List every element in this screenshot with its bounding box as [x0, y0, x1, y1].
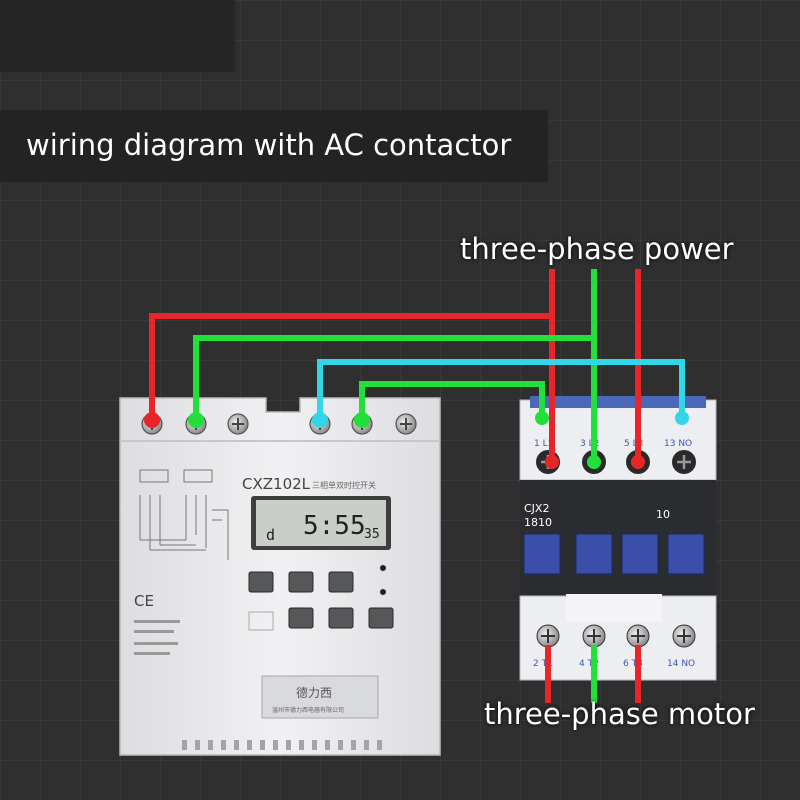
- timer-button-5[interactable]: [328, 607, 354, 629]
- timer-model: CXZ102L: [242, 475, 311, 493]
- contactor-bottom-terminal-2: [582, 624, 606, 648]
- wire-green-control: [359, 381, 545, 427]
- contactor-model: CJX2: [524, 502, 549, 515]
- top-terminal-label-3: 5 L3: [624, 439, 643, 449]
- contactor-top-strip: [530, 396, 706, 408]
- wire-red-timer-to-bus: [149, 313, 555, 427]
- top-terminal-label-2: 3 L2: [580, 439, 599, 449]
- timer-button-2[interactable]: [288, 571, 314, 593]
- bottom-terminal-label-2: 4 T2: [579, 659, 599, 669]
- bottom-terminal-label-1: 2 T1: [533, 659, 553, 669]
- contactor-top-terminal-4: [672, 450, 696, 474]
- bottom-terminal-label-4: 14 NO: [667, 659, 695, 669]
- timer-button-3[interactable]: [328, 571, 354, 593]
- wire-cyan-control: [317, 359, 685, 427]
- timer-subtitle: 三相单双时控开关: [312, 480, 376, 490]
- timer-terminal-3: [227, 413, 249, 435]
- contactor-bottom-terminal-3: [626, 624, 650, 648]
- timer-blank-slot: [248, 611, 274, 631]
- timer-switch: CXZ102L 三相单双时控开关 d 5:55 35 CE: [119, 397, 441, 756]
- contactor-bottom-terminal-1: [536, 624, 560, 648]
- timer-buttons: [248, 571, 394, 631]
- timer-lcd: d 5:55 35: [251, 496, 391, 550]
- timer-indicator-led: [380, 565, 386, 571]
- title-banner: [0, 110, 548, 182]
- top-dark-band: [0, 0, 235, 72]
- lcd-seconds: 35: [364, 527, 380, 542]
- contactor-aux-label: 10: [656, 508, 670, 521]
- contactor-window: [566, 594, 662, 622]
- timer-button-4[interactable]: [288, 607, 314, 629]
- contactor-rating: 1810: [524, 516, 552, 529]
- lcd-time: 5:55: [303, 511, 366, 541]
- wire-green-timer-to-bus: [193, 335, 597, 427]
- lcd-day: d: [266, 526, 275, 544]
- timer-button-1[interactable]: [248, 571, 274, 593]
- label-three-phase-motor: three-phase motor: [484, 697, 755, 731]
- ac-contactor: 1 L1 3 L2 5 L3 13 NO CJX2 1810 10 2 T1 4…: [519, 396, 717, 681]
- top-terminal-label-1: 1 L1: [534, 439, 553, 449]
- timer-indicator-led-2: [380, 589, 386, 595]
- timer-terminal-6: [395, 413, 417, 435]
- timer-fine-print: [134, 620, 180, 655]
- manufacturer-text: 温州市德力西电器有限公司: [272, 706, 344, 714]
- contactor-bottom-terminal-4: [672, 624, 696, 648]
- wire-terminal-dots: [144, 411, 689, 469]
- timer-button-6[interactable]: [368, 607, 394, 629]
- timer-vents: [182, 740, 382, 750]
- brand-logo: 德力西: [296, 685, 332, 700]
- contactor-contacts: [523, 533, 705, 575]
- bottom-terminal-label-3: 6 T3: [623, 659, 643, 669]
- diagram-title: wiring diagram with AC contactor: [26, 128, 512, 162]
- label-three-phase-power: three-phase power: [460, 232, 734, 266]
- timer-schematic: [139, 469, 229, 560]
- top-terminal-label-4: 13 NO: [664, 439, 692, 449]
- wires: [149, 269, 685, 703]
- ce-mark: CE: [134, 592, 154, 610]
- timer-brand-plate: 德力西 温州市德力西电器有限公司: [261, 675, 379, 719]
